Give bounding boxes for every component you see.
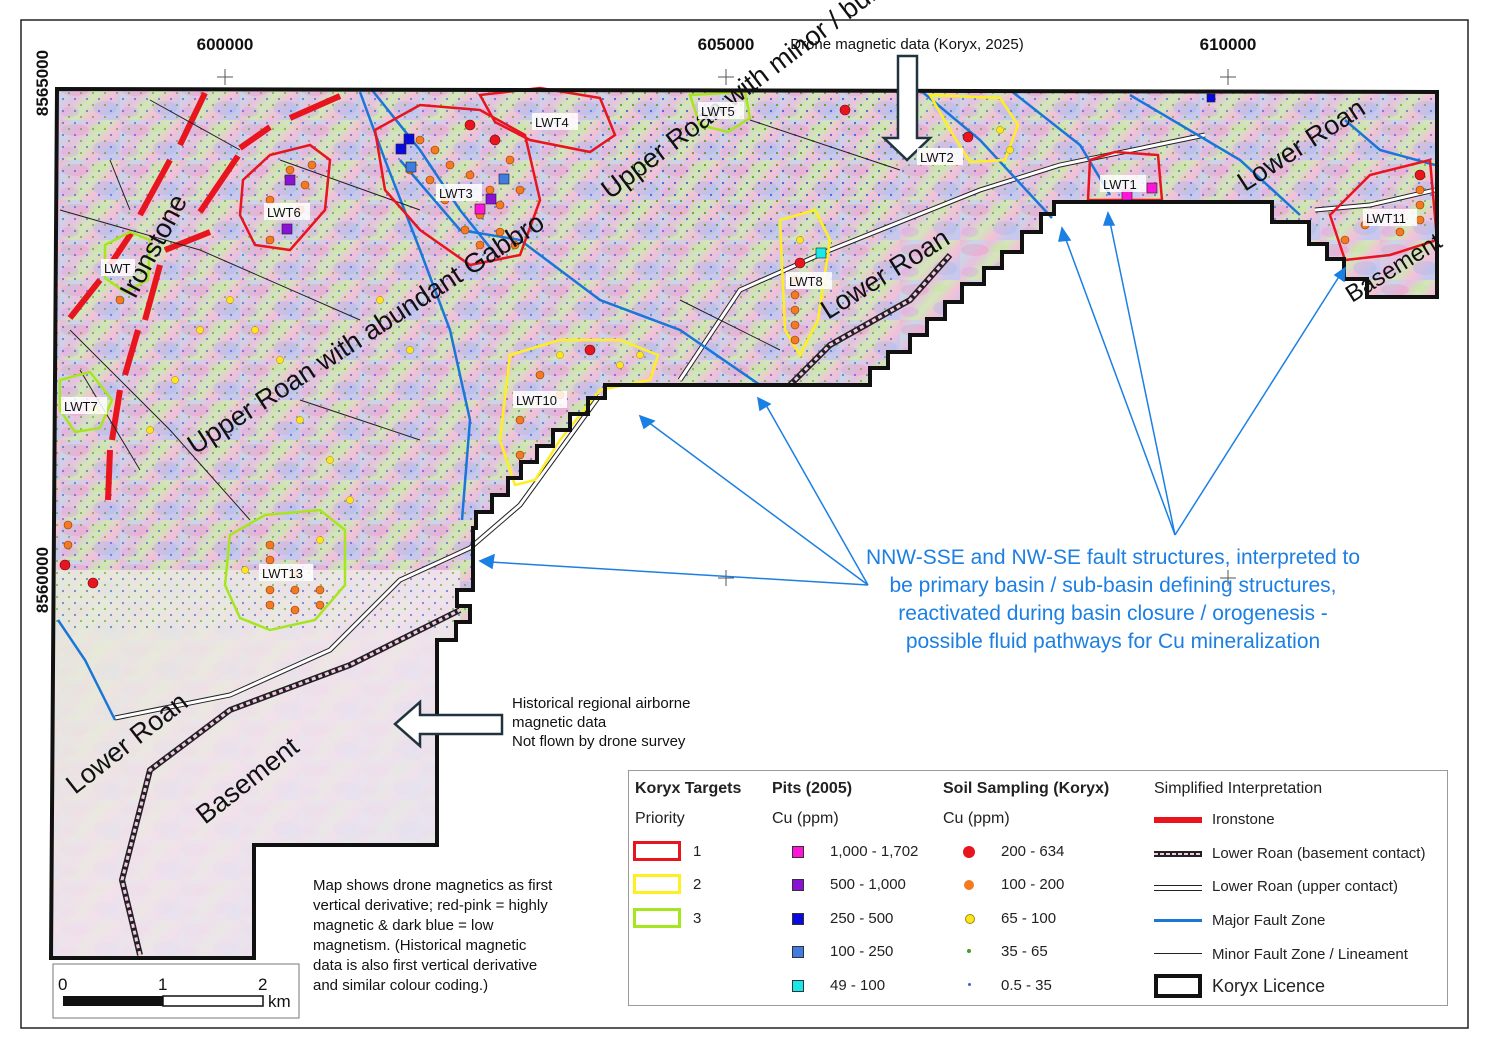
legend-targets-sub: Priority — [635, 810, 685, 827]
legend-soil-swatch — [965, 914, 975, 924]
y-tick-label: 8560000 — [33, 547, 52, 613]
target-label: LWT11 — [1366, 211, 1406, 226]
legend-soil-swatch — [968, 983, 971, 986]
ironstone-lines — [67, 91, 342, 501]
target-label: LWT2 — [920, 150, 954, 165]
scale-bar: 0 1 2 km — [52, 963, 300, 1019]
pit-samples — [281, 93, 1216, 259]
historical-arrow — [393, 699, 504, 749]
y-tick-label: 8565000 — [33, 50, 52, 116]
legend-targets-heading: Koryx Targets — [635, 780, 742, 797]
target-label: LWT — [104, 261, 131, 276]
svg-text:0: 0 — [58, 975, 67, 994]
target-label: LWT5 — [701, 104, 735, 119]
legend-swatch-priority-2 — [633, 874, 681, 894]
koryx-licence-boundary — [48, 86, 1439, 960]
major-faults — [56, 89, 1436, 721]
target-label: LWT10 — [516, 393, 557, 408]
legend-interp-heading: Simplified Interpretation — [1154, 780, 1323, 797]
svg-text:km: km — [268, 992, 291, 1011]
axis-labels: 600000 605000 610000 8565000 8560000 — [33, 35, 1256, 613]
fault-callout-text: NNW-SSE and NW-SE fault structures, inte… — [865, 546, 1361, 653]
target-label: LWT8 — [789, 274, 823, 289]
legend-soil-heading: Soil Sampling (Koryx) — [943, 780, 1110, 797]
legend-swatch-priority-1 — [633, 841, 681, 861]
x-tick-label: 600000 — [197, 35, 254, 54]
legend-soil-swatch — [963, 846, 975, 858]
map-legend: Koryx Targets Priority 1 2 3 Pits (2005)… — [628, 770, 1448, 1006]
legend-pits-sub: Cu (ppm) — [772, 810, 839, 827]
legend-soil-swatch — [964, 880, 974, 890]
legend-swatch-priority-3 — [633, 908, 681, 928]
legend-pit-swatch — [792, 946, 804, 958]
target-labels: LWT1 LWT2 LWT3 LWT4 LWT5 LWT6 LWT7 LWT8 … — [61, 102, 1417, 581]
callout-arrows — [478, 211, 1346, 586]
legend-lower-roan-upper-swatch — [1154, 885, 1202, 891]
historical-data-note: Historical regional airborne magnetic da… — [512, 695, 691, 750]
x-tick-label: 610000 — [1200, 35, 1257, 54]
svg-text:2: 2 — [258, 975, 267, 994]
legend-ironstone-swatch — [1154, 817, 1202, 823]
legend-pit-swatch — [792, 879, 804, 891]
grid-crosses — [217, 69, 1236, 586]
target-label: LWT1 — [1103, 177, 1137, 192]
target-label: LWT7 — [64, 399, 98, 414]
legend-pit-swatch — [792, 846, 804, 858]
lower-roan-contacts — [114, 132, 1436, 956]
legend-pit-swatch — [792, 913, 804, 925]
legend-licence-swatch — [1154, 974, 1202, 998]
map-explanation-note: Map shows drone magnetics as first verti… — [313, 877, 553, 994]
legend-pit-swatch — [792, 980, 804, 992]
legend-lower-roan-basement-swatch — [1154, 851, 1202, 857]
svg-text:1: 1 — [158, 975, 167, 994]
legend-major-fault-swatch — [1154, 919, 1202, 922]
legend-pits-heading: Pits (2005) — [772, 780, 853, 797]
target-label: LWT3 — [439, 186, 473, 201]
map-title: Drone magnetic data (Koryx, 2025) — [790, 36, 1023, 53]
target-label: LWT6 — [267, 205, 301, 220]
target-label: LWT13 — [262, 566, 303, 581]
legend-minor-fault-swatch — [1154, 953, 1202, 954]
legend-soil-sub: Cu (ppm) — [943, 810, 1010, 827]
map-frame — [20, 19, 1469, 1029]
x-tick-label: 605000 — [698, 35, 755, 54]
target-label: LWT4 — [535, 115, 569, 130]
legend-soil-swatch — [967, 949, 971, 953]
